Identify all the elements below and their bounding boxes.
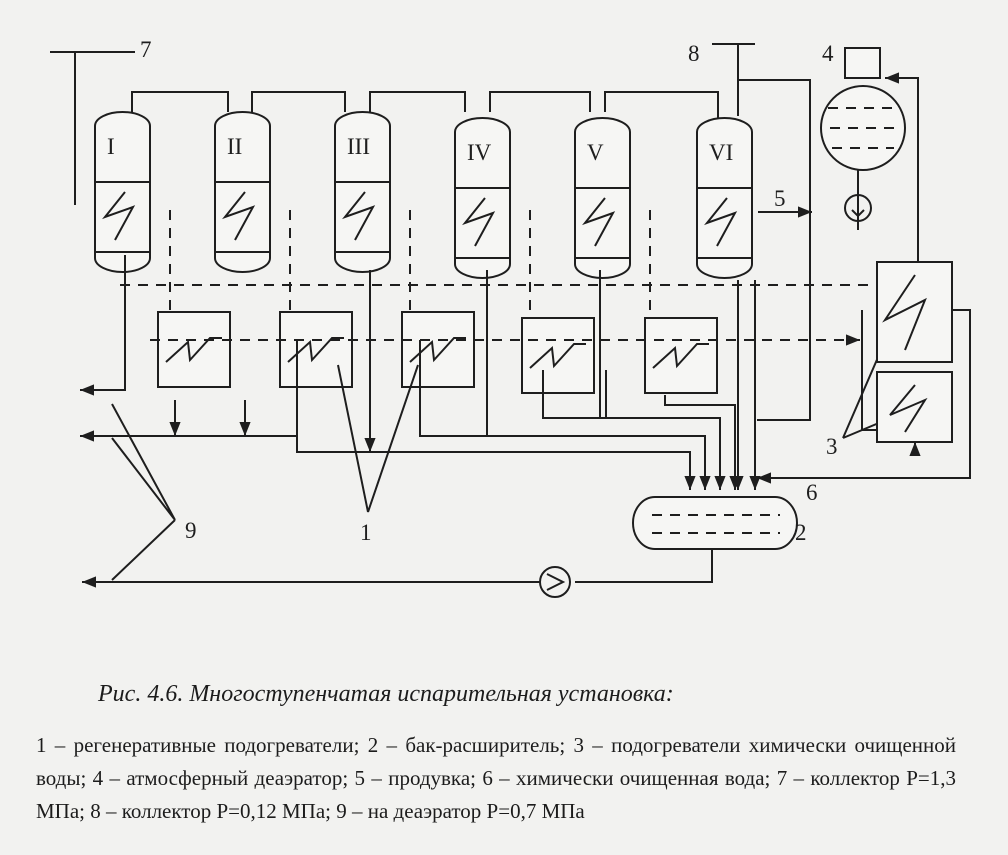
collector-8-line bbox=[712, 43, 811, 421]
label-7: 7 bbox=[140, 37, 152, 62]
evaporator-3: III bbox=[334, 111, 391, 273]
expansion-tank-2 bbox=[632, 496, 798, 550]
figure-legend: 1 – регенеративные подогреватели; 2 – ба… bbox=[36, 733, 962, 823]
label-4: 4 bbox=[822, 41, 834, 66]
stage-label: VI bbox=[709, 140, 733, 165]
heater-group bbox=[157, 311, 718, 394]
regenerative-heater-1 bbox=[157, 311, 231, 388]
stage-label: III bbox=[347, 134, 370, 159]
label-6: 6 bbox=[806, 480, 818, 505]
stage-label: V bbox=[587, 140, 604, 165]
piping bbox=[80, 72, 971, 598]
label-9: 9 bbox=[185, 518, 197, 543]
label-1: 1 bbox=[360, 520, 372, 545]
stage-label: IV bbox=[467, 140, 492, 165]
deaerator-4 bbox=[820, 47, 906, 222]
stage-label: I bbox=[107, 134, 115, 159]
stage-label: II bbox=[227, 134, 242, 159]
evaporator-1: I bbox=[94, 111, 151, 273]
label-3: 3 bbox=[826, 434, 838, 459]
regenerative-heater-4 bbox=[521, 317, 595, 394]
evaporator-5: V bbox=[574, 117, 631, 279]
regenerative-heater-3 bbox=[401, 311, 475, 388]
evaporator-2: II bbox=[214, 111, 271, 273]
label-8: 8 bbox=[688, 41, 700, 66]
evaporator-4: IV bbox=[454, 117, 511, 279]
regenerative-heater-5 bbox=[644, 317, 718, 394]
evaporator-6: VI bbox=[696, 117, 753, 279]
label-2: 2 bbox=[795, 520, 807, 545]
figure-caption: Рис. 4.6. Многоступенчатая испарительная… bbox=[98, 681, 674, 707]
collector-7-line bbox=[50, 51, 135, 205]
label-5: 5 bbox=[774, 186, 786, 211]
chemical-water-heaters-3 bbox=[861, 261, 971, 456]
